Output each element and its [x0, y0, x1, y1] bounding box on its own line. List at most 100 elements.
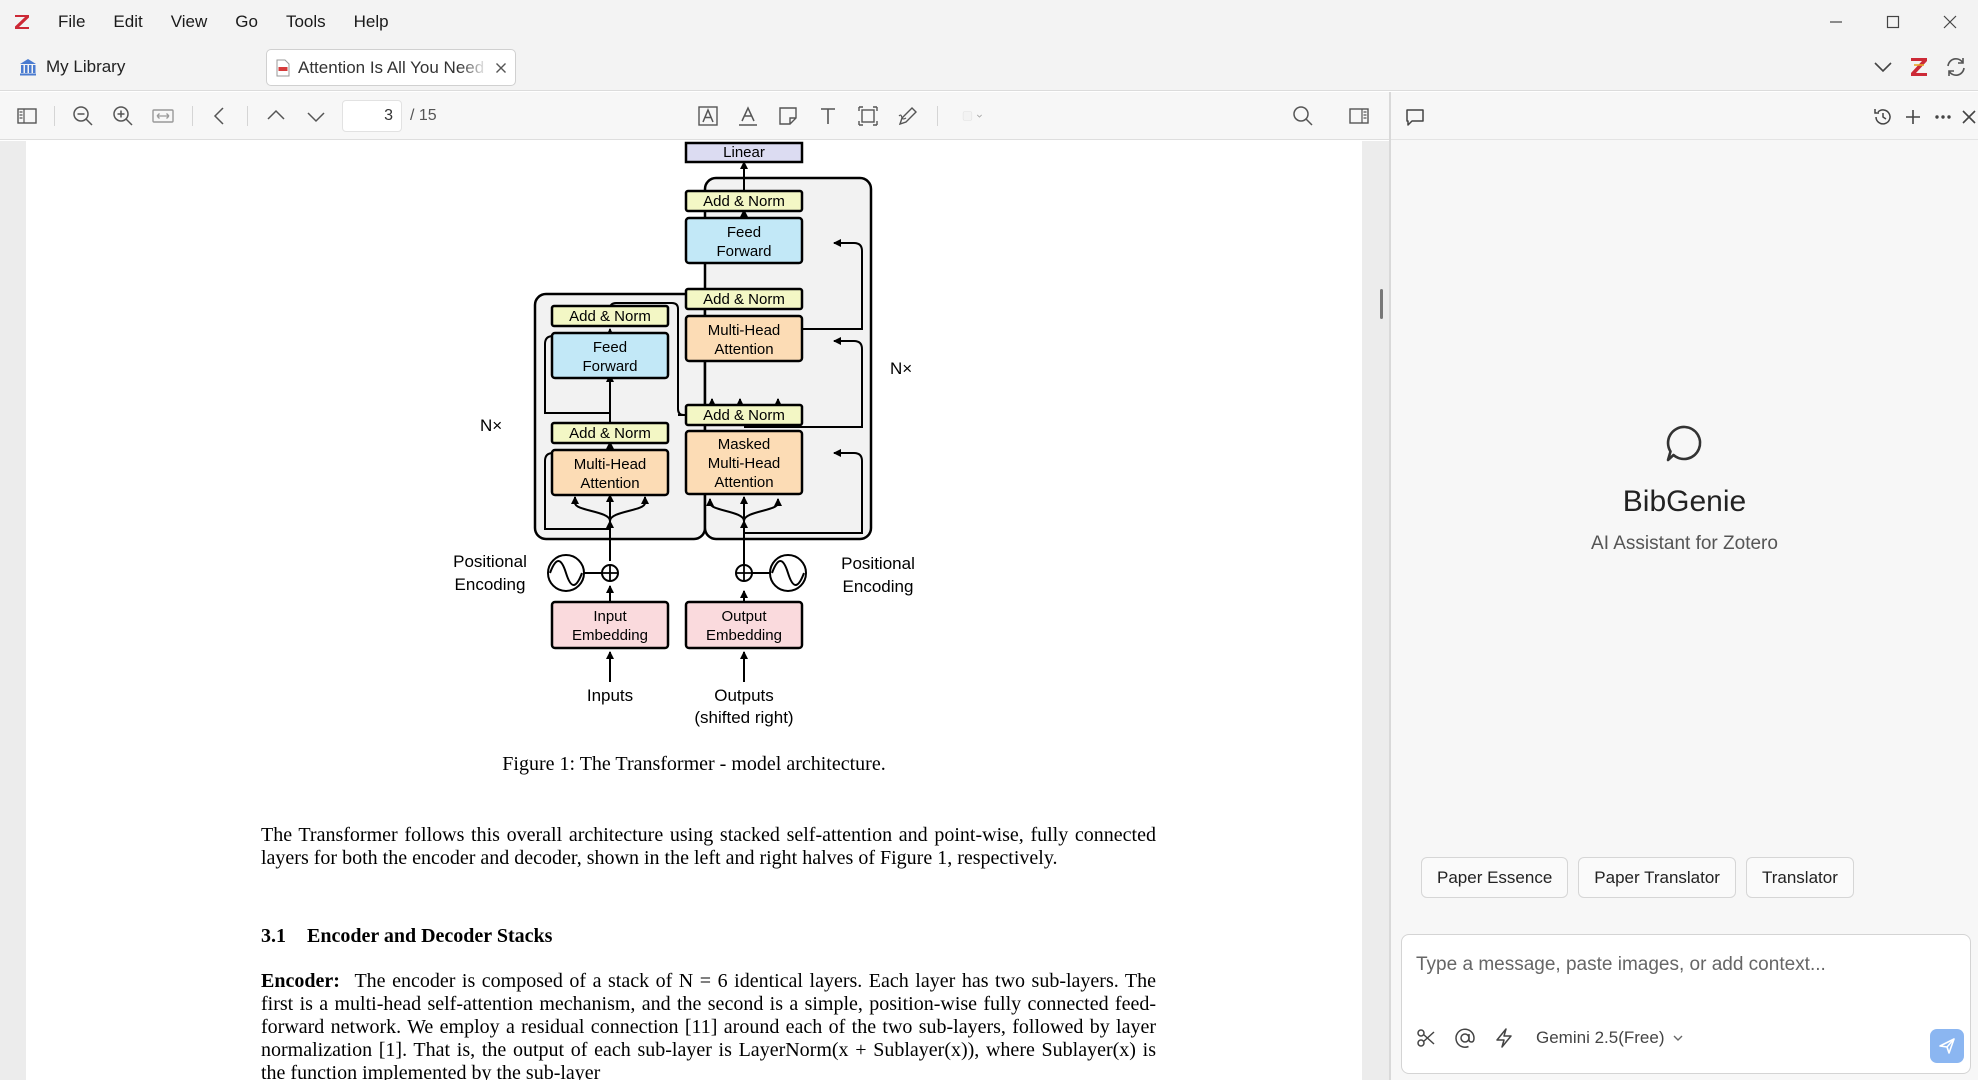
- svg-text:Feed: Feed: [727, 224, 761, 241]
- svg-text:Add & Norm: Add & Norm: [703, 193, 785, 210]
- color-swatch-icon: [962, 104, 986, 128]
- inputs-label: Inputs: [587, 686, 633, 705]
- text-tool-button[interactable]: [813, 101, 843, 131]
- underline-tool-button[interactable]: [733, 101, 763, 131]
- fit-width-button[interactable]: [148, 101, 178, 131]
- encoder-text: The encoder is composed of a stack of N …: [261, 970, 1156, 1080]
- send-button[interactable]: [1930, 1029, 1964, 1063]
- pdf-viewport[interactable]: Linear Add & Norm Feed Forward Add & Nor…: [0, 141, 1389, 1080]
- encoder-nx-label: N×: [480, 416, 502, 435]
- menu-go[interactable]: Go: [221, 0, 272, 44]
- svg-text:Multi-Head: Multi-Head: [574, 456, 647, 473]
- more-options-button[interactable]: [1929, 103, 1957, 131]
- pdf-page: Linear Add & Norm Feed Forward Add & Nor…: [26, 141, 1362, 1080]
- svg-text:Forward: Forward: [716, 243, 771, 260]
- mention-icon[interactable]: [1454, 1027, 1476, 1049]
- chat-bubble-icon: [1404, 106, 1426, 128]
- chevron-up-icon: [264, 104, 288, 128]
- lightning-icon[interactable]: [1494, 1027, 1514, 1049]
- svg-text:Attention: Attention: [580, 475, 639, 492]
- menu-edit[interactable]: Edit: [99, 0, 156, 44]
- close-panel-button[interactable]: [1955, 103, 1978, 131]
- chat-button[interactable]: [1401, 103, 1429, 131]
- paper-translator-button[interactable]: Paper Translator: [1578, 857, 1736, 898]
- area-tool-button[interactable]: [853, 101, 883, 131]
- svg-text:Feed: Feed: [593, 339, 627, 356]
- svg-text:Add & Norm: Add & Norm: [569, 308, 651, 325]
- model-select[interactable]: Gemini 2.5(Free): [1536, 1028, 1684, 1048]
- translator-button[interactable]: Translator: [1746, 857, 1854, 898]
- select-area-icon: [856, 104, 880, 128]
- maximize-icon: [1886, 15, 1900, 29]
- reader-toolbar: / 15: [0, 92, 1389, 140]
- zotero-logo-icon: [0, 0, 44, 44]
- shifted-right-label: (shifted right): [694, 708, 793, 727]
- note-icon: [776, 104, 800, 128]
- zotero-sync-logo-icon[interactable]: [1908, 55, 1930, 79]
- svg-text:Positional: Positional: [841, 554, 915, 573]
- svg-text:Encoding: Encoding: [455, 575, 526, 594]
- svg-text:Attention: Attention: [714, 341, 773, 358]
- menu-tools[interactable]: Tools: [272, 0, 340, 44]
- zoom-out-icon: [71, 104, 95, 128]
- tab-paper[interactable]: Attention Is All You Need: [266, 49, 516, 86]
- assistant-header: [1391, 92, 1978, 140]
- next-page-button[interactable]: [301, 101, 331, 131]
- menu-help[interactable]: Help: [340, 0, 403, 44]
- svg-text:Linear: Linear: [723, 144, 765, 161]
- highlight-tool-button[interactable]: [693, 101, 723, 131]
- draw-tool-button[interactable]: [893, 101, 923, 131]
- tab-paper-title: Attention Is All You Need: [298, 58, 488, 78]
- back-button[interactable]: [205, 101, 235, 131]
- assistant-subtitle: AI Assistant for Zotero: [1391, 533, 1978, 555]
- paper-essence-button[interactable]: Paper Essence: [1421, 857, 1568, 898]
- page-total: / 15: [410, 107, 437, 125]
- svg-text:Multi-Head: Multi-Head: [708, 455, 781, 472]
- svg-text:Input: Input: [593, 608, 627, 625]
- paragraph-encoder: Encoder: The encoder is composed of a st…: [261, 970, 1156, 1080]
- toggle-context-pane-button[interactable]: [1344, 101, 1374, 131]
- pdf-icon: [275, 59, 291, 77]
- close-window-button[interactable]: [1921, 0, 1978, 44]
- close-tab-icon[interactable]: [495, 62, 507, 74]
- chevron-down-icon[interactable]: [1872, 56, 1894, 78]
- svg-text:Embedding: Embedding: [706, 627, 782, 644]
- zoom-in-button[interactable]: [108, 101, 138, 131]
- pdf-scrollbar[interactable]: [1380, 289, 1383, 319]
- note-tool-button[interactable]: [773, 101, 803, 131]
- sync-icon[interactable]: [1944, 55, 1968, 79]
- close-icon: [1943, 15, 1957, 29]
- sidebar-icon: [15, 104, 39, 128]
- menu-file[interactable]: File: [44, 0, 99, 44]
- zoom-out-button[interactable]: [68, 101, 98, 131]
- page-number-input[interactable]: [342, 100, 402, 132]
- minimize-button[interactable]: [1807, 0, 1864, 44]
- tab-my-library[interactable]: My Library: [18, 52, 125, 82]
- model-select-value: Gemini 2.5(Free): [1536, 1028, 1664, 1048]
- menu-view[interactable]: View: [157, 0, 222, 44]
- new-chat-button[interactable]: [1899, 103, 1927, 131]
- encoder-label: Encoder:: [261, 970, 340, 992]
- decoder-nx-label: N×: [890, 359, 912, 378]
- previous-page-button[interactable]: [261, 101, 291, 131]
- find-button[interactable]: [1288, 101, 1318, 131]
- svg-text:Embedding: Embedding: [572, 627, 648, 644]
- paragraph-overview: The Transformer follows this overall arc…: [261, 824, 1156, 870]
- history-button[interactable]: [1869, 103, 1897, 131]
- message-input[interactable]: [1416, 945, 1956, 985]
- text-icon: [816, 104, 840, 128]
- chevron-down-icon: [1672, 1032, 1684, 1044]
- menu-bar: File Edit View Go Tools Help: [0, 0, 1978, 44]
- chat-bubble-icon: [1663, 422, 1707, 466]
- figure-caption: Figure 1: The Transformer - model archit…: [26, 753, 1362, 776]
- section-title: Encoder and Decoder Stacks: [307, 925, 552, 947]
- tab-library-label: My Library: [46, 57, 125, 77]
- close-icon: [1961, 109, 1977, 125]
- color-picker-button[interactable]: [950, 101, 998, 131]
- svg-text:Encoding: Encoding: [843, 577, 914, 596]
- toggle-sidebar-button[interactable]: [12, 101, 42, 131]
- maximize-button[interactable]: [1864, 0, 1921, 44]
- scissors-icon[interactable]: [1416, 1028, 1436, 1048]
- tab-bar-actions: [1872, 52, 1968, 82]
- svg-text:Masked: Masked: [718, 436, 771, 453]
